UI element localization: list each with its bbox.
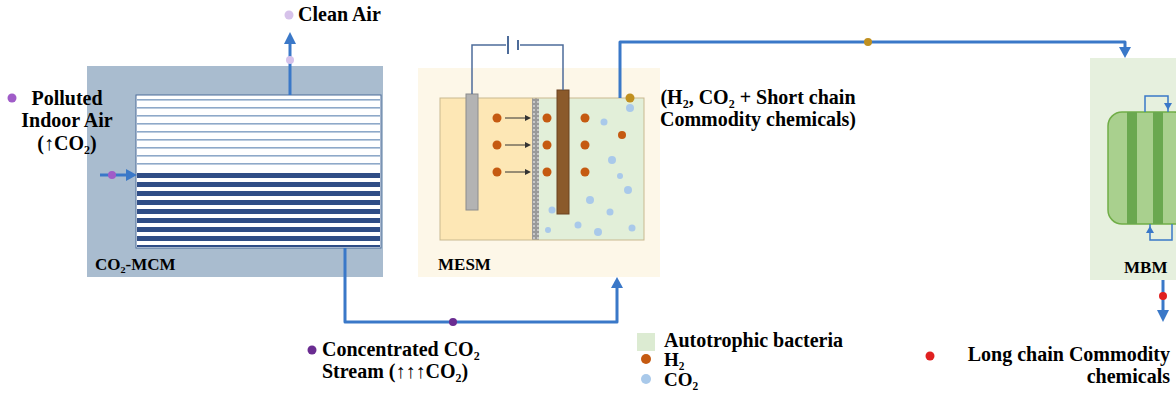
connector-line xyxy=(620,42,1125,68)
outlet-arrow xyxy=(284,11,296,96)
stream-label: (H₂, CO₂ + Short chain Commodity chemica… xyxy=(640,86,876,131)
stream-label: Concentrated CO₂ Stream (↑↑↑CO₂) xyxy=(322,338,504,383)
electrochemical-cell xyxy=(440,36,644,240)
legend-swatch xyxy=(641,354,651,364)
legend-text: H₂ xyxy=(664,349,684,370)
inlet-label: Polluted Indoor Air (↑CO₂) xyxy=(18,87,116,154)
outlet-line xyxy=(344,248,347,277)
stream-dot xyxy=(864,38,872,46)
outlet-line xyxy=(619,68,622,98)
legend-text: Autotrophic bacteria xyxy=(664,329,843,351)
outlet-label: Clean Air xyxy=(298,3,381,25)
legend-text: CO₂ xyxy=(664,369,698,390)
flow-connector xyxy=(345,277,623,322)
arrow-head xyxy=(611,277,623,288)
stream-dot xyxy=(308,346,317,355)
product-label: Long chain Commodity chemicals xyxy=(934,343,1170,388)
bioreactor-column xyxy=(1108,96,1176,240)
module-label: MESM xyxy=(438,255,491,274)
module-label: MBM xyxy=(1124,258,1167,277)
stream-dot xyxy=(626,94,635,103)
module-label: CO₂-MCM xyxy=(95,255,176,274)
flow-connector xyxy=(620,42,1131,68)
connector-line xyxy=(345,277,617,322)
arrow-head xyxy=(1119,47,1131,58)
stream-dot xyxy=(449,318,457,326)
legend-swatch xyxy=(641,374,651,384)
membrane-contactor xyxy=(136,95,381,248)
legend-swatch xyxy=(637,333,655,351)
